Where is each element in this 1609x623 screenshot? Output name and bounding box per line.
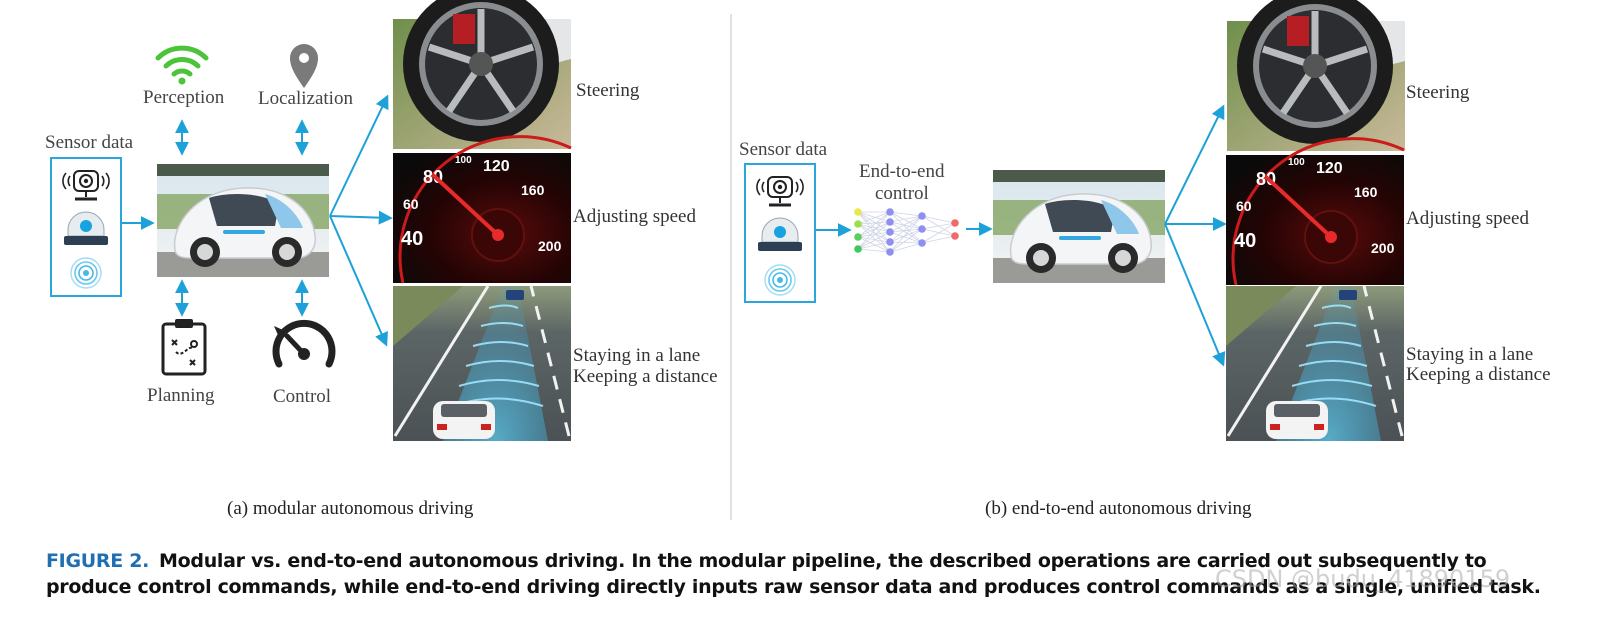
speed-image-left bbox=[393, 137, 571, 283]
sensor-data-label-right: Sensor data bbox=[739, 139, 827, 161]
control-label: Control bbox=[273, 386, 331, 408]
arrow-to-steering-right bbox=[1165, 107, 1223, 224]
lane-image-left bbox=[393, 286, 571, 441]
localization-label: Localization bbox=[258, 88, 353, 110]
lane-image-right bbox=[1226, 286, 1404, 441]
camera-sensor-icon bbox=[757, 177, 803, 205]
speed-image-right bbox=[1226, 139, 1404, 285]
distance-label-right: Keeping a distance bbox=[1406, 364, 1551, 385]
lidar-sensor-icon bbox=[64, 212, 108, 245]
radar-sensor-icon bbox=[71, 258, 101, 288]
panel-end-to-end bbox=[745, 0, 1405, 441]
clipboard-icon bbox=[163, 319, 205, 374]
planning-label: Planning bbox=[147, 385, 215, 407]
lane-label-right: Staying in a lane bbox=[1406, 344, 1533, 365]
speed-label-right: Adjusting speed bbox=[1406, 208, 1529, 229]
location-pin-icon bbox=[290, 44, 318, 88]
distance-label-left: Keeping a distance bbox=[573, 366, 718, 387]
arrow-to-steering-left bbox=[330, 97, 387, 216]
e2e-label-line2: control bbox=[875, 183, 929, 205]
lane-label-left: Staying in a lane bbox=[573, 345, 700, 366]
figure-number: FIGURE 2. bbox=[46, 550, 149, 572]
car-image-right bbox=[993, 170, 1165, 283]
steering-label-left: Steering bbox=[576, 80, 639, 101]
subtitle-end-to-end: (b) end-to-end autonomous driving bbox=[985, 498, 1251, 520]
arrow-to-lane-right bbox=[1165, 224, 1223, 364]
steering-image-left bbox=[393, 0, 571, 149]
radar-sensor-icon bbox=[765, 265, 795, 295]
e2e-label-line1: End-to-end bbox=[859, 161, 944, 183]
speedometer-icon bbox=[274, 323, 332, 364]
panel-modular bbox=[51, 0, 571, 441]
steering-image-right bbox=[1227, 0, 1405, 151]
camera-sensor-icon bbox=[63, 171, 109, 199]
arrow-to-speed-left bbox=[330, 216, 390, 218]
arrow-to-lane-left bbox=[330, 216, 386, 344]
sensor-data-label-left: Sensor data bbox=[45, 132, 133, 154]
watermark: CSDN @budu_41890159 bbox=[1215, 565, 1510, 593]
lidar-sensor-icon bbox=[758, 218, 802, 251]
wifi-icon bbox=[158, 48, 206, 84]
steering-label-right: Steering bbox=[1406, 82, 1469, 103]
subtitle-modular: (a) modular autonomous driving bbox=[227, 498, 473, 520]
neural-network-icon bbox=[854, 208, 959, 256]
car-image-left bbox=[157, 164, 329, 277]
perception-label: Perception bbox=[143, 87, 224, 109]
speed-label-left: Adjusting speed bbox=[573, 206, 696, 227]
